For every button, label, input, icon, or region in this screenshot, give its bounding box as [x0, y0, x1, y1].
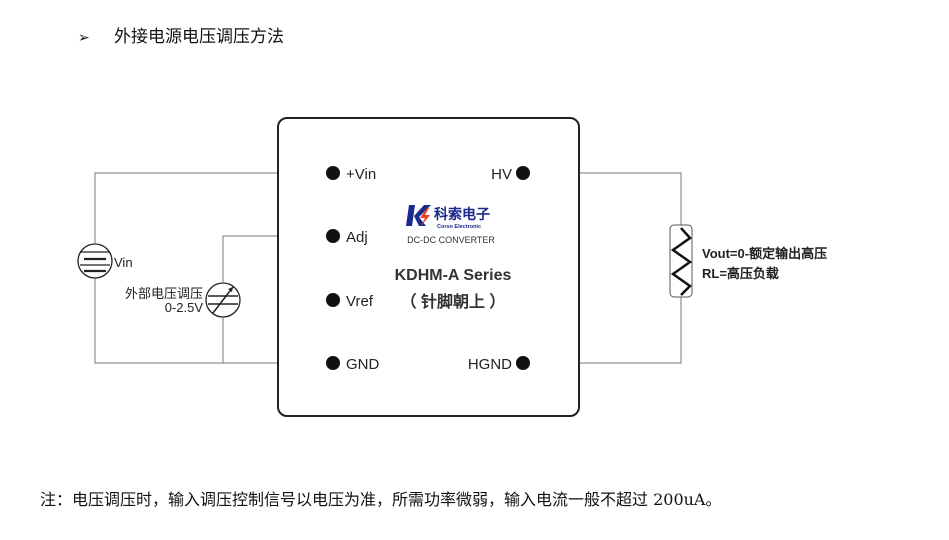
voltage-source-icon — [77, 243, 113, 279]
wire-gnd — [94, 278, 332, 364]
pin-vin-dot — [326, 166, 340, 180]
bullet-arrow-icon: ➢ — [78, 30, 90, 46]
pin-vref-dot — [326, 293, 340, 307]
footnote: 注：电压调压时，输入调压控制信号以电压为准，所需功率微弱，输入电流一般不超过 2… — [40, 490, 722, 509]
brand-logo-icon — [406, 205, 431, 226]
pin-adj-dot — [326, 229, 340, 243]
section-heading: ➢ 外接电源电压调压方法 — [78, 22, 284, 47]
adjust-label-line2: 0-2.5V — [165, 300, 204, 315]
module-box — [277, 117, 580, 417]
load-label-rl: RL=高压负载 — [702, 266, 779, 281]
pin-gnd-label: GND — [346, 356, 380, 373]
brand-name-cn: 科索电子 — [434, 206, 490, 223]
orientation-note: （ 针脚朝上 ） — [401, 292, 506, 311]
pin-hgnd-label: HGND — [468, 356, 512, 373]
pin-gnd-dot — [326, 356, 340, 370]
load-resistor-icon — [669, 224, 693, 298]
heading-title: 外接电源电压调压方法 — [114, 27, 284, 47]
adjustable-source-icon — [205, 282, 241, 318]
wire-vin — [94, 172, 332, 243]
pin-hv-dot — [516, 166, 530, 180]
pin-vin-label: +Vin — [346, 166, 376, 183]
adjust-label-line1: 外部电压调压 — [125, 286, 203, 301]
series-name: KDHM-A Series — [395, 267, 512, 284]
pin-hv-label: HV — [491, 166, 512, 183]
converter-type: DC-DC CONVERTER — [407, 235, 495, 245]
pin-adj-label: Adj — [346, 229, 368, 246]
pin-vref-label: Vref — [346, 293, 374, 310]
pin-hgnd-dot — [516, 356, 530, 370]
load-label-vout: Vout=0-额定输出高压 — [702, 246, 827, 261]
brand-name-en: Corso Electronic — [437, 224, 481, 230]
source-label: Vin — [114, 255, 133, 270]
